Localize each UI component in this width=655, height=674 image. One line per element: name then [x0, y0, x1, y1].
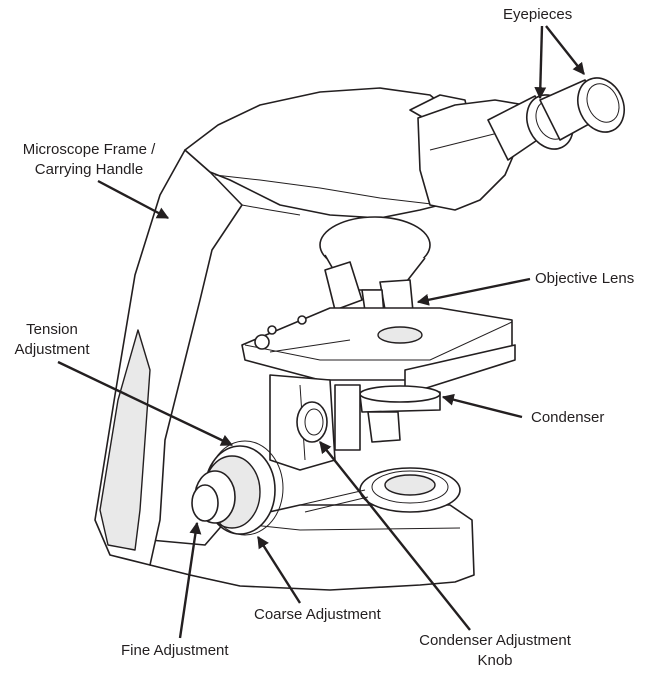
condenser-adjustment-knob	[296, 401, 328, 443]
eyepieces-arrow-left	[534, 25, 547, 100]
condenser-arrow	[441, 393, 523, 419]
label-condenser-knob-line1: Condenser Adjustment	[419, 632, 571, 649]
condenser-knob-arrow	[319, 441, 471, 631]
label-frame-line2: Carrying Handle	[34, 161, 144, 178]
microscope-illustration	[94, 77, 625, 591]
fine-adjustment-knob	[191, 470, 236, 524]
frame-arm	[94, 149, 301, 566]
fine-arrow	[178, 521, 202, 639]
frame-arrow	[97, 179, 170, 220]
eyepieces-arrow-right	[545, 25, 585, 75]
label-objective-lens: Objective Lens	[535, 270, 635, 287]
label-frame-line1: Microscope Frame /	[22, 141, 156, 158]
label-condenser: Condenser	[531, 409, 605, 426]
leader-arrows	[57, 25, 585, 639]
coarse-arrow	[256, 535, 302, 604]
condenser	[359, 385, 441, 443]
eyepiece-right	[539, 77, 625, 141]
light-port	[299, 467, 461, 513]
objective-arrow	[416, 277, 531, 306]
tension-arrow	[57, 360, 234, 447]
label-tension-line2: Adjustment	[14, 341, 90, 358]
label-coarse-adjustment: Coarse Adjustment	[254, 606, 381, 623]
stage	[241, 307, 516, 391]
label-fine-adjustment: Fine Adjustment	[121, 642, 229, 659]
label-eyepieces: Eyepieces	[503, 6, 573, 23]
label-tension-line1: Tension	[26, 321, 78, 338]
label-condenser-knob-line2: Knob	[477, 652, 513, 669]
